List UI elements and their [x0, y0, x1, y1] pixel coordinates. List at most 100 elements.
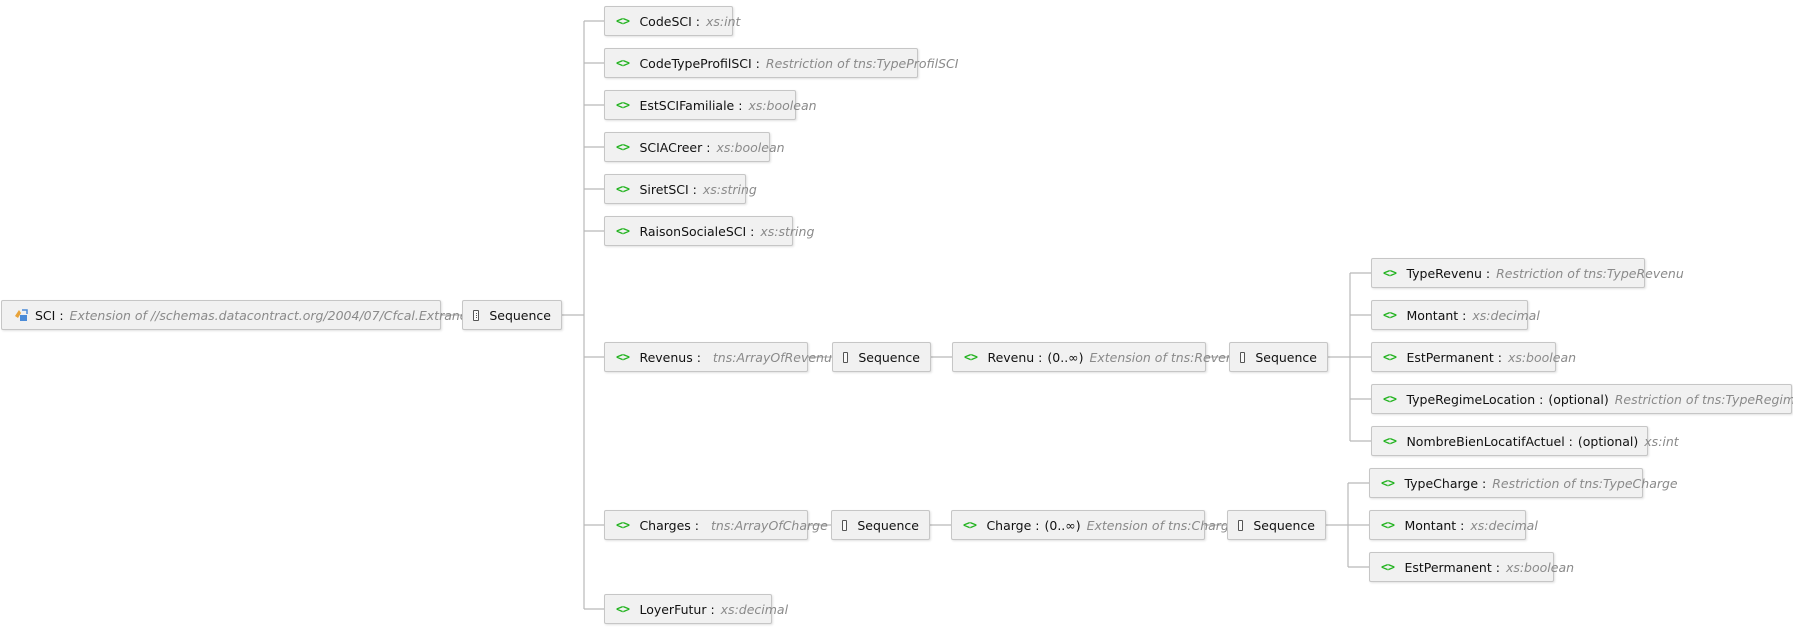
element-icon: <>: [1383, 308, 1397, 322]
element-icon: <>: [616, 56, 630, 70]
element-node-sciacreer[interactable]: <> SCIACreer xs:boolean: [604, 132, 785, 162]
element-name: LoyerFutur: [639, 602, 714, 617]
element-node-revenus[interactable]: <> Revenus tns:ArrayOfRevenu: [604, 342, 832, 372]
element-type: Restriction of tns:TypeRegimeLocation: [1614, 391, 1793, 407]
element-name: TypeRevenu: [1406, 266, 1490, 281]
sequence-icon: [1240, 351, 1246, 363]
element-name: TypeCharge: [1404, 476, 1486, 491]
element-name: EstPermanent: [1404, 560, 1499, 575]
element-type: xs:decimal: [1472, 307, 1540, 323]
element-node-codetypeprofilsci[interactable]: <> CodeTypeProfilSCI Restriction of tns:…: [604, 48, 958, 78]
element-name: CodeTypeProfilSCI: [639, 56, 759, 71]
sequence-label: Sequence: [1255, 349, 1317, 365]
element-node-montant-charge[interactable]: <> Montant xs:decimal: [1369, 510, 1538, 540]
element-node-charge[interactable]: <> Charge (0..∞) Extension of tns:Charge: [951, 510, 1237, 540]
element-node-raisonsocialesci[interactable]: <> RaisonSocialeSCI xs:string: [604, 216, 814, 246]
sequence-icon: [473, 309, 480, 321]
element-node-typerevenu[interactable]: <> TypeRevenu Restriction of tns:TypeRev…: [1371, 258, 1684, 288]
sequence-icon: [842, 519, 848, 531]
element-name: Charge: [986, 518, 1039, 533]
element-node-estpermanent-charge[interactable]: <> EstPermanent xs:boolean: [1369, 552, 1574, 582]
element-type: xs:string: [760, 223, 815, 239]
sequence-label: Sequence: [489, 307, 551, 323]
sequence-node-revenu[interactable]: Sequence: [1229, 342, 1328, 372]
element-cardinality: (0..∞): [1044, 517, 1081, 533]
element-icon: <>: [616, 518, 630, 532]
sequence-node-charges[interactable]: Sequence: [831, 510, 930, 540]
element-node-typeregimelocation[interactable]: <> TypeRegimeLocation (optional) Restric…: [1371, 384, 1793, 414]
element-type: xs:decimal: [720, 601, 789, 617]
element-name: Charges: [639, 518, 699, 533]
element-type: tns:ArrayOfRevenu: [712, 349, 832, 365]
complex-type-extension-icon: [13, 307, 29, 323]
element-type: xs:decimal: [1470, 517, 1538, 533]
sequence-label: Sequence: [857, 517, 919, 533]
element-icon: <>: [616, 98, 630, 112]
element-name: SCIACreer: [639, 140, 710, 155]
element-type: xs:boolean: [748, 97, 817, 113]
element-cardinality: (optional): [1577, 433, 1639, 449]
element-type: Restriction of tns:TypeRevenu: [1496, 265, 1684, 281]
element-type: xs:boolean: [716, 139, 785, 155]
element-icon: <>: [616, 350, 630, 364]
element-icon: <>: [616, 602, 630, 616]
root-node-sci[interactable]: SCI Extension of //schemas.datacontract.…: [1, 300, 508, 330]
element-icon: <>: [1381, 560, 1395, 574]
element-name: NombreBienLocatifActuel: [1406, 434, 1572, 449]
element-icon: <>: [616, 224, 630, 238]
element-type: xs:string: [702, 181, 757, 197]
element-name: Revenus: [639, 350, 700, 365]
element-type: xs:int: [1644, 433, 1679, 449]
element-node-estscifamiliale[interactable]: <> EstSCIFamiliale xs:boolean: [604, 90, 817, 120]
element-type: Extension of tns:Revenu: [1089, 349, 1242, 365]
sequence-icon: [843, 351, 849, 363]
element-cardinality: (optional): [1548, 391, 1609, 407]
element-node-codesci[interactable]: <> CodeSCI xs:int: [604, 6, 740, 36]
element-icon: <>: [1381, 518, 1395, 532]
element-icon: <>: [1383, 266, 1397, 280]
element-type: xs:boolean: [1507, 349, 1577, 365]
element-icon: <>: [963, 518, 977, 532]
element-icon: <>: [1383, 392, 1397, 406]
element-node-montant-revenu[interactable]: <> Montant xs:decimal: [1371, 300, 1540, 330]
sequence-node-main[interactable]: Sequence: [462, 300, 562, 330]
element-type: xs:boolean: [1505, 559, 1575, 575]
element-name: CodeSCI: [639, 14, 700, 29]
root-type: Extension of //schemas.datacontract.org/…: [69, 307, 508, 323]
element-type: Restriction of tns:TypeCharge: [1492, 475, 1678, 491]
element-name: TypeRegimeLocation: [1406, 392, 1543, 407]
element-name: Montant: [1406, 308, 1466, 323]
element-node-revenu[interactable]: <> Revenu (0..∞) Extension of tns:Revenu: [952, 342, 1242, 372]
element-name: Montant: [1404, 518, 1464, 533]
element-type: tns:ArrayOfCharge: [711, 517, 828, 533]
element-type: xs:int: [706, 13, 741, 29]
sequence-label: Sequence: [858, 349, 920, 365]
element-node-estpermanent-revenu[interactable]: <> EstPermanent xs:boolean: [1371, 342, 1576, 372]
sequence-node-revenus[interactable]: Sequence: [832, 342, 931, 372]
element-name: EstSCIFamiliale: [639, 98, 742, 113]
element-icon: <>: [616, 140, 630, 154]
element-node-loyerfutur[interactable]: <> LoyerFutur xs:decimal: [604, 594, 788, 624]
element-node-nombrebienlocatifactuel[interactable]: <> NombreBienLocatifActuel (optional) xs…: [1371, 426, 1679, 456]
element-icon: <>: [616, 14, 630, 28]
element-icon: <>: [1383, 434, 1397, 448]
sequence-icon: [1238, 519, 1244, 531]
element-node-charges[interactable]: <> Charges tns:ArrayOfCharge: [604, 510, 828, 540]
element-icon: <>: [1381, 476, 1395, 490]
element-name: RaisonSocialeSCI: [639, 224, 754, 239]
element-icon: <>: [964, 350, 978, 364]
element-cardinality: (0..∞): [1047, 349, 1084, 365]
element-node-siretsci[interactable]: <> SiretSCI xs:string: [604, 174, 757, 204]
element-icon: <>: [1383, 350, 1397, 364]
sequence-label: Sequence: [1253, 517, 1315, 533]
element-type: Extension of tns:Charge: [1086, 517, 1237, 533]
element-name: Revenu: [987, 350, 1042, 365]
element-name: EstPermanent: [1406, 350, 1501, 365]
element-icon: <>: [616, 182, 630, 196]
sequence-node-charge[interactable]: Sequence: [1227, 510, 1326, 540]
element-node-typecharge[interactable]: <> TypeCharge Restriction of tns:TypeCha…: [1369, 468, 1678, 498]
root-name: SCI: [35, 308, 64, 323]
element-type: Restriction of tns:TypeProfilSCI: [765, 55, 959, 71]
